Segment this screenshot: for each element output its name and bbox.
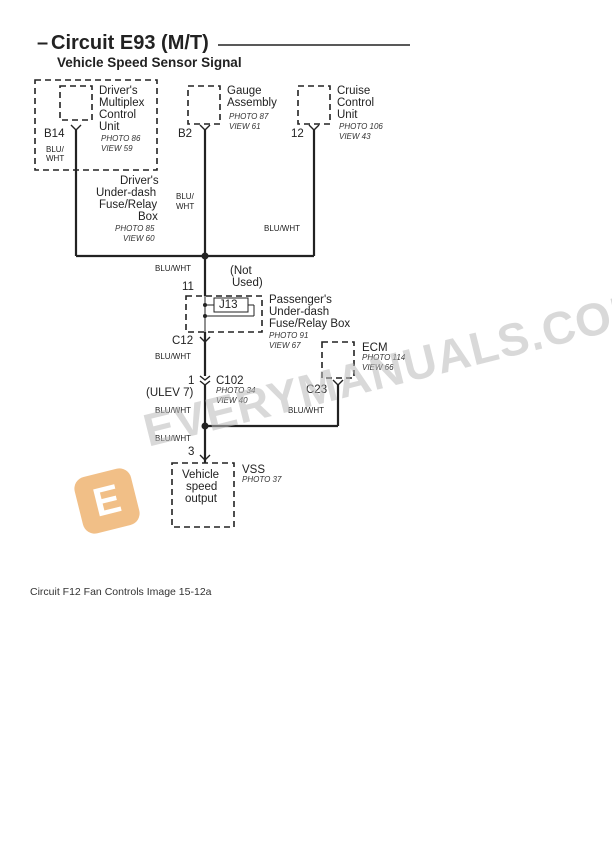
terminal-b2 bbox=[199, 124, 211, 131]
wire-label-gauge-a: BLU/ bbox=[176, 192, 194, 201]
wire-label-cruise: BLU/WHT bbox=[264, 224, 300, 233]
pin-c12: C12 bbox=[172, 335, 194, 347]
multiplex-label-4: Unit bbox=[99, 121, 120, 133]
pass-fuse-label-3: Fuse/Relay Box bbox=[269, 318, 351, 330]
ecm-photo: PHOTO 114 bbox=[362, 353, 406, 362]
wire-label-multiplex-a: BLU/ bbox=[46, 145, 64, 154]
ecm-box bbox=[321, 341, 355, 379]
vss-inner-1: Vehicle bbox=[182, 469, 220, 481]
splice-bottom bbox=[201, 422, 209, 430]
c102-photo: PHOTO 34 bbox=[216, 386, 256, 395]
multiplex-label-3: Control bbox=[99, 109, 137, 121]
vss-label: VSS bbox=[242, 464, 266, 476]
splice-j13-a bbox=[203, 303, 207, 307]
cruise-view: VIEW 43 bbox=[339, 132, 371, 141]
title-dash: – bbox=[37, 32, 49, 54]
image-caption: Circuit F12 Fan Controls Image 15-12a bbox=[30, 586, 212, 598]
terminal-c102-b bbox=[199, 380, 211, 386]
driver-fuse-label-2: Under-dash bbox=[96, 187, 157, 199]
terminal-12 bbox=[308, 124, 320, 131]
pass-fuse-label-2: Under-dash bbox=[269, 306, 330, 318]
wire-label-vss: BLU/WHT bbox=[155, 434, 191, 443]
vss-photo: PHOTO 37 bbox=[242, 475, 282, 484]
terminal-c102-a bbox=[199, 375, 211, 381]
pass-fuse-photo: PHOTO 91 bbox=[269, 331, 309, 340]
cruise-box bbox=[297, 85, 331, 125]
c102-pin: 1 bbox=[188, 375, 195, 387]
cruise-label-3: Unit bbox=[337, 109, 358, 121]
pin-12: 12 bbox=[291, 128, 304, 140]
pass-fuse-label-1: Passenger's bbox=[269, 294, 332, 306]
multiplex-label-1: Driver's bbox=[99, 85, 138, 97]
vss-box bbox=[171, 462, 235, 528]
c102-label: C102 bbox=[216, 375, 244, 387]
pin-3: 3 bbox=[188, 446, 195, 458]
multiplex-label-2: Multiplex bbox=[99, 97, 145, 109]
driver-fuse-label-3: Fuse/Relay bbox=[99, 199, 158, 211]
ecm-label: ECM bbox=[362, 342, 388, 354]
gauge-label-2: Assembly bbox=[227, 97, 277, 109]
wire-label-junction: BLU/WHT bbox=[155, 264, 191, 273]
pass-fuse-view: VIEW 67 bbox=[269, 341, 301, 350]
cruise-photo: PHOTO 106 bbox=[339, 122, 383, 131]
cruise-label-2: Control bbox=[337, 97, 375, 109]
pin-b2: B2 bbox=[178, 128, 193, 140]
gauge-label-1: Gauge bbox=[227, 85, 262, 97]
cruise-label-1: Cruise bbox=[337, 85, 371, 97]
passenger-fuse-box bbox=[185, 295, 263, 333]
j13-label: J13 bbox=[219, 299, 238, 311]
terminal-b14 bbox=[70, 124, 82, 131]
wire-label-multiplex-b: WHT bbox=[46, 154, 65, 163]
page-title: Circuit E93 (M/T) bbox=[51, 32, 209, 54]
gauge-photo: PHOTO 87 bbox=[229, 112, 269, 121]
driver-fuse-label-1: Driver's bbox=[120, 175, 159, 187]
vss-inner-2: speed bbox=[186, 481, 218, 493]
multiplex-view: VIEW 59 bbox=[101, 144, 133, 153]
pin-c23: C23 bbox=[306, 384, 328, 396]
ecm-view: VIEW 66 bbox=[362, 363, 394, 372]
page-subtitle: Vehicle Speed Sensor Signal bbox=[57, 55, 242, 70]
splice-top bbox=[201, 252, 209, 260]
driver-fuse-photo: PHOTO 85 bbox=[115, 224, 155, 233]
wire-label-c102: BLU/WHT bbox=[155, 406, 191, 415]
not-used-label-1: (Not bbox=[230, 265, 252, 277]
vss-inner-3: output bbox=[185, 493, 217, 505]
driver-fuse-label-4: Box bbox=[138, 211, 158, 223]
wire-label-c12: BLU/WHT bbox=[155, 352, 191, 361]
wire-label-ecm: BLU/WHT bbox=[288, 406, 324, 415]
multiplex-inner-box bbox=[59, 85, 93, 121]
pin-11: 11 bbox=[182, 281, 194, 293]
driver-fuse-view: VIEW 60 bbox=[123, 234, 155, 243]
not-used-label-2: Used) bbox=[232, 277, 263, 289]
splice-j13-b bbox=[203, 314, 207, 318]
multiplex-outer-box bbox=[34, 79, 158, 171]
c102-note: (ULEV 7) bbox=[146, 387, 194, 399]
pin-b14: B14 bbox=[44, 128, 65, 140]
wire-label-gauge-b: WHT bbox=[176, 202, 195, 211]
gauge-box bbox=[187, 85, 221, 125]
multiplex-photo: PHOTO 86 bbox=[101, 134, 141, 143]
gauge-view: VIEW 61 bbox=[229, 122, 261, 131]
c102-view: VIEW 40 bbox=[216, 396, 248, 405]
